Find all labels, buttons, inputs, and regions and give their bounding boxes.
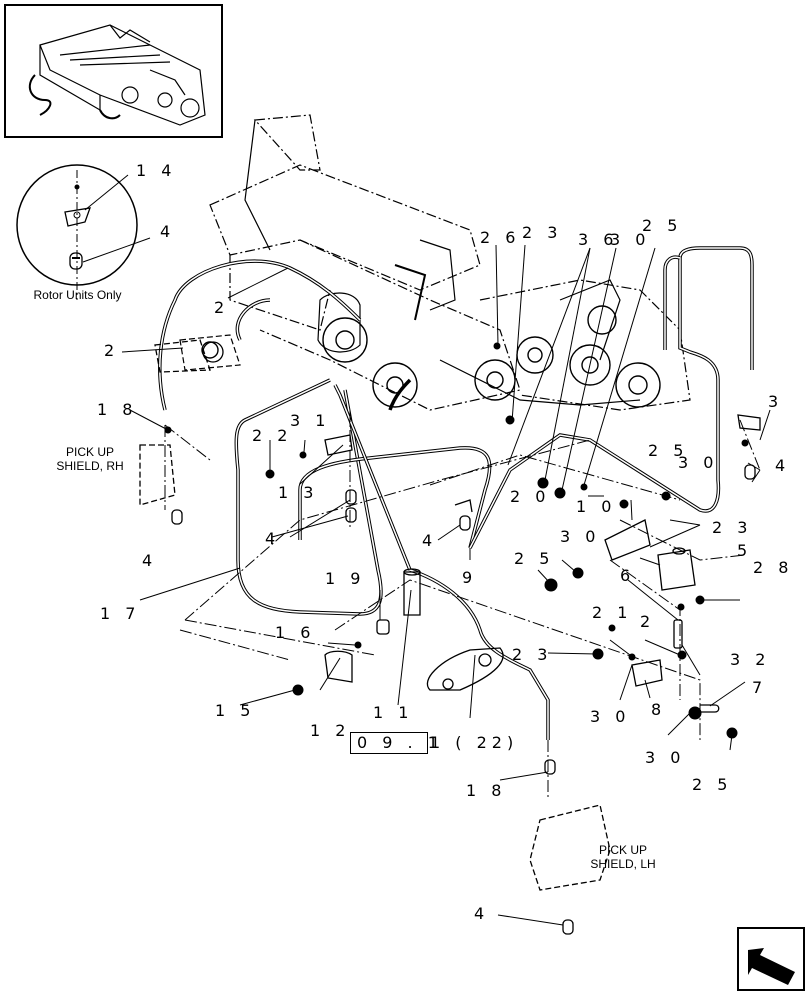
leader-lines: [82, 174, 771, 926]
callout-15: 1 5: [215, 701, 256, 720]
callout-7: 7: [752, 678, 768, 697]
callout-13: 1 3: [278, 483, 319, 502]
callout-23-low: 2 3: [512, 645, 553, 664]
callout-5: 5: [737, 541, 753, 560]
locator-inset: [4, 4, 223, 138]
callout-36: 3 6: [578, 230, 619, 249]
callout-23-top: 2 3: [522, 223, 563, 242]
callout-4-inset: 4: [160, 222, 176, 241]
callout-2-left: 2: [104, 341, 120, 360]
callout-28: 2 8: [753, 558, 794, 577]
callout-32: 3 2: [730, 650, 771, 669]
callout-26: 2 6: [480, 228, 521, 247]
callout-25-mid: 2 5: [648, 441, 689, 460]
callout-8: 8: [651, 700, 667, 719]
callout-30-mid: 3 0: [678, 453, 719, 472]
reference-box-text: 0 9 . 1: [357, 733, 443, 752]
callout-10: 1 0: [576, 497, 617, 516]
callout-21: 2 1: [592, 603, 633, 622]
callout-14: 1 4: [136, 161, 177, 180]
rotor-detail-circle: [16, 164, 138, 300]
callout-17: 1 7: [100, 604, 141, 623]
callout-30-low: 3 0: [560, 527, 601, 546]
callout-4-bottom: 4: [474, 904, 490, 923]
callout-4-rh: 4: [142, 551, 158, 570]
callout-4-right: 4: [775, 456, 791, 475]
callout-25-top: 2 5: [642, 216, 683, 235]
callout-2-top: 2: [214, 298, 230, 317]
pickup-shield-rh-note: PICK UP SHIELD, RH: [56, 445, 124, 473]
callout-9: 9: [462, 568, 478, 587]
callout-22: 2 2: [252, 426, 293, 445]
pulleys: [201, 305, 661, 408]
callout-16: 1 6: [275, 623, 316, 642]
callout-4-mid: 4: [265, 529, 281, 548]
callout-18-rh: 1 8: [97, 400, 138, 419]
callout-6: 6: [620, 566, 636, 585]
reference-box[interactable]: 0 9 . 1: [350, 732, 438, 754]
callout-31: 3 1: [290, 411, 331, 430]
callout-30-br: 3 0: [645, 748, 686, 767]
fittings: [139, 339, 761, 935]
callout-3: 3: [768, 392, 784, 411]
callout-30-bottom: 3 0: [590, 707, 631, 726]
callout-4-9: 4: [422, 531, 438, 550]
callout-20: 2 0: [510, 487, 551, 506]
callout-25-low: 2 5: [514, 549, 555, 568]
callout-19: 1 9: [325, 569, 366, 588]
callout-30-top: 3 0: [610, 230, 651, 249]
callout-11: 1 1: [373, 703, 414, 722]
rotor-units-note: Rotor Units Only: [33, 288, 122, 302]
reference-suffix: 1 ( 22): [430, 733, 519, 752]
grease-lines: [158, 246, 754, 740]
callout-25-br: 2 5: [692, 775, 733, 794]
nav-arrow-icon[interactable]: [737, 927, 805, 991]
callout-2-low: 2: [640, 612, 656, 631]
callout-18-lh: 1 8: [466, 781, 507, 800]
callout-23-right: 2 3: [712, 518, 753, 537]
callout-12: 1 2: [310, 721, 351, 740]
pickup-shield-lh-note: PICK UP SHIELD, LH: [590, 843, 656, 871]
